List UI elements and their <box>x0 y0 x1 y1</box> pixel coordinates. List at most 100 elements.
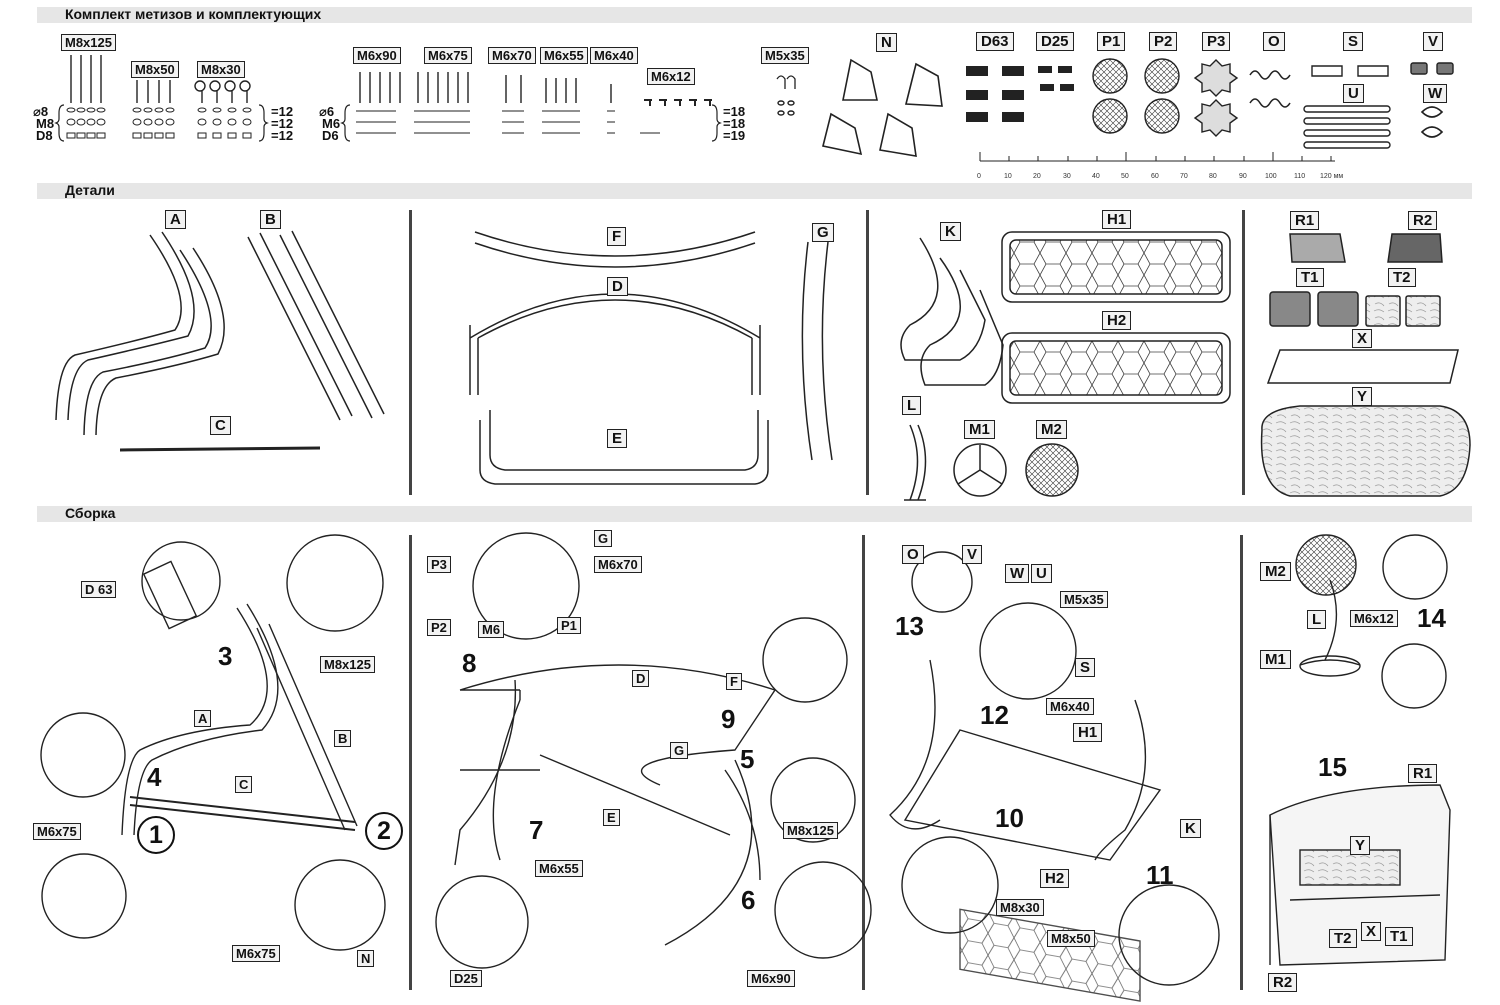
label-h2: H2 <box>1040 869 1070 888</box>
step-10: 10 <box>995 803 1024 833</box>
m8-nut-label: M8 <box>36 116 55 131</box>
label-o: O <box>902 545 924 564</box>
tag-m8x125: M8x125 <box>61 34 116 51</box>
divider <box>1242 210 1245 495</box>
section-title-parts: Детали <box>65 182 115 198</box>
part-h1 <box>1001 231 1231 303</box>
tag-part-f: F <box>607 227 627 246</box>
section-band-hardware: Комплект метизов и комплектующих <box>37 6 1472 23</box>
bolt-m8x125-group <box>70 55 102 103</box>
label-d63: D 63 <box>81 581 117 598</box>
m8-count-2: =12 <box>271 116 294 131</box>
m6-count-3: =19 <box>723 128 746 143</box>
m8-count-3: =12 <box>271 128 294 143</box>
label-k: K <box>1180 819 1201 838</box>
discs-p1-p2 <box>1092 58 1180 134</box>
label-v: V <box>962 545 983 564</box>
tag-part-a: A <box>165 210 186 229</box>
tag-part-m1: M1 <box>964 420 995 439</box>
tag-m6x90: M6x90 <box>353 47 401 64</box>
label-f: F <box>726 673 742 690</box>
label-c: C <box>235 776 253 793</box>
spring-o <box>1249 70 1291 108</box>
label-u: U <box>1031 564 1052 583</box>
hardware-drawings <box>54 55 1454 162</box>
label-m6x12: M6x12 <box>1350 610 1398 627</box>
label-l: L <box>1307 610 1327 629</box>
section-band-parts: Детали <box>37 182 1472 199</box>
tag-p2: P2 <box>1149 32 1178 51</box>
label-g: G <box>670 742 689 759</box>
m6-cap-label: D6 <box>322 128 339 143</box>
part-d <box>469 293 761 395</box>
step-6: 6 <box>741 885 756 915</box>
tag-s: S <box>1343 32 1364 51</box>
divider <box>866 210 869 495</box>
tag-o: O <box>1263 32 1285 51</box>
part-m1 <box>953 443 1007 497</box>
label-m6x90: M6x90 <box>747 970 795 987</box>
tag-m8x30: M8x30 <box>197 61 245 78</box>
part-r2 <box>1387 233 1443 263</box>
svg-text:40: 40 <box>1092 173 1100 180</box>
tag-part-t1: T1 <box>1296 268 1324 287</box>
part-r1 <box>1289 233 1346 263</box>
svg-text:80: 80 <box>1209 173 1217 180</box>
label-m6x40: M6x40 <box>1046 698 1094 715</box>
part-a <box>55 231 195 421</box>
m6-count-2: =18 <box>723 116 746 131</box>
label-d: D <box>632 670 650 687</box>
tag-part-y: Y <box>1352 387 1373 406</box>
tag-m5x35: M5x35 <box>761 47 809 64</box>
label-m1: M1 <box>1260 650 1291 669</box>
svg-text:50: 50 <box>1121 173 1129 180</box>
bracket-n <box>822 58 943 157</box>
label-t1: T1 <box>1385 927 1413 946</box>
part-g <box>801 241 833 461</box>
label-e: E <box>603 809 620 826</box>
label-w: W <box>1005 564 1030 583</box>
step-15: 15 <box>1318 752 1347 782</box>
divider <box>862 535 865 990</box>
label-m6: M6 <box>478 621 505 638</box>
label-h1: H1 <box>1073 723 1103 742</box>
tag-w: W <box>1423 84 1448 103</box>
label-m6x70: M6x70 <box>594 556 642 573</box>
section-band-assembly: Сборка <box>37 505 1472 522</box>
tag-m6x70: M6x70 <box>488 47 536 64</box>
part-f <box>474 231 756 268</box>
part-t1 <box>1269 291 1311 327</box>
m8-washer-label: ⌀8 <box>33 104 49 119</box>
tag-m6x12: M6x12 <box>647 68 695 85</box>
label-m8x125: M8x125 <box>320 656 375 673</box>
tag-p1: P1 <box>1097 32 1126 51</box>
knob-p3 <box>1193 59 1239 97</box>
ruler <box>979 152 1335 162</box>
tag-n: N <box>876 33 897 52</box>
label-t2: T2 <box>1329 929 1357 948</box>
tag-part-d: D <box>607 277 628 296</box>
section-title-hardware: Комплект метизов и комплектующих <box>65 6 322 22</box>
svg-text:20: 20 <box>1033 173 1041 180</box>
label-m8x50: M8x50 <box>1047 930 1095 947</box>
tag-part-l: L <box>902 396 922 415</box>
eyebolt-m8x30-group <box>194 80 251 103</box>
step-7: 7 <box>529 815 544 845</box>
tag-part-r2: R2 <box>1408 211 1438 230</box>
tag-d25: D25 <box>1036 32 1074 51</box>
step-9: 9 <box>721 704 736 734</box>
m6-nut-label: M6 <box>322 116 341 131</box>
tag-v: V <box>1423 32 1444 51</box>
label-g-top: G <box>594 530 613 547</box>
part-h2 <box>1001 332 1231 404</box>
part-b <box>247 230 385 421</box>
label-d25: D25 <box>450 970 482 987</box>
tag-m8x50: M8x50 <box>131 61 179 78</box>
bolt-m8x50-group <box>136 80 171 103</box>
label-m6x55: M6x55 <box>535 860 583 877</box>
tag-m6x40: M6x40 <box>590 47 638 64</box>
label-s: S <box>1075 658 1096 677</box>
label-p2: P2 <box>427 619 451 636</box>
tag-p3: P3 <box>1202 32 1231 51</box>
tag-part-t2: T2 <box>1388 268 1416 287</box>
